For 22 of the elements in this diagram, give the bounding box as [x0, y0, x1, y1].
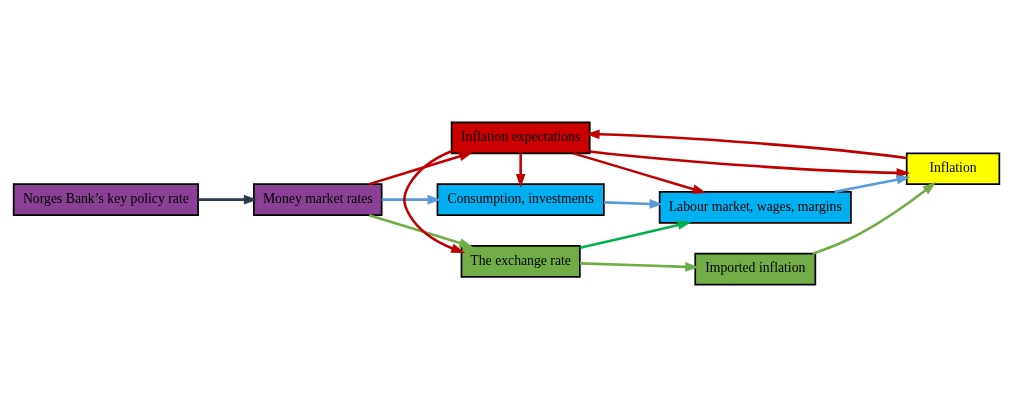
- arrow: [368, 151, 473, 186]
- arrow: [381, 194, 441, 205]
- node-box: Consumption, investments: [436, 183, 605, 216]
- arrow: [572, 152, 706, 194]
- arrow: [589, 150, 910, 178]
- node-box: Labour market, wages, margins: [658, 191, 852, 224]
- node-box: Inflation expectations: [450, 121, 591, 155]
- arrow: [197, 194, 258, 205]
- node-box: Money market rates: [252, 183, 383, 216]
- arrow: [579, 262, 699, 272]
- arrow: [834, 174, 910, 194]
- node-box: Inflation: [905, 152, 1000, 186]
- arrow: [368, 213, 473, 248]
- node-box: Norges Bank’s key policy rate: [12, 183, 199, 216]
- node-box: Imported inflation: [693, 252, 816, 286]
- arrow: [579, 220, 691, 250]
- arrow: [603, 199, 663, 209]
- node-box: The exchange rate: [460, 245, 581, 278]
- arrow: [811, 182, 936, 255]
- arrow: [402, 150, 465, 253]
- arrow: [585, 129, 907, 160]
- arrow: [515, 153, 525, 188]
